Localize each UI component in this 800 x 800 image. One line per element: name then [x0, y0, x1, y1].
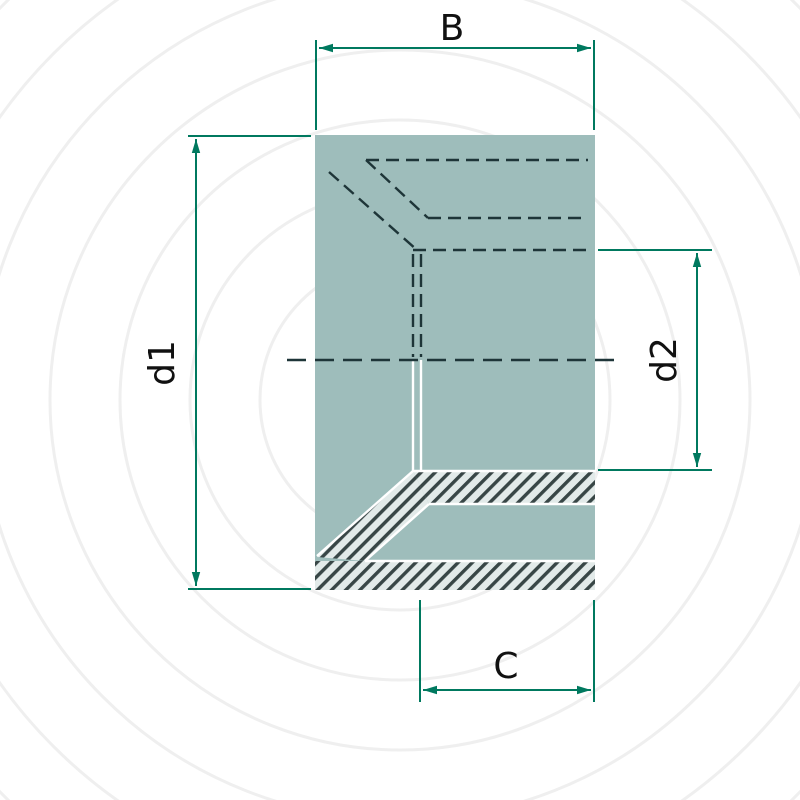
hatch-upper-wall: [413, 471, 595, 504]
edge-taper-lower: [364, 503, 430, 562]
dimension-c-label: C: [493, 646, 518, 687]
hidden-chamfer-upper-line: [365, 159, 429, 219]
dimension-d1: [188, 135, 311, 590]
part-body: [315, 135, 595, 590]
edge-taper-upper: [316, 470, 414, 557]
dimension-d1-label: d1: [142, 340, 183, 386]
dimension-b-label: B: [440, 8, 465, 49]
hatch-bottom-wall: [315, 561, 595, 590]
dimension-c: [419, 600, 595, 702]
section-edges: [316, 360, 595, 563]
section-hatch: [315, 471, 595, 590]
hidden-lines: [328, 158, 588, 357]
dimension-b: [315, 40, 595, 130]
dimension-d2: [598, 249, 712, 471]
dimension-d2-label: d2: [644, 337, 685, 383]
hatch-taper-wall: [317, 471, 429, 561]
